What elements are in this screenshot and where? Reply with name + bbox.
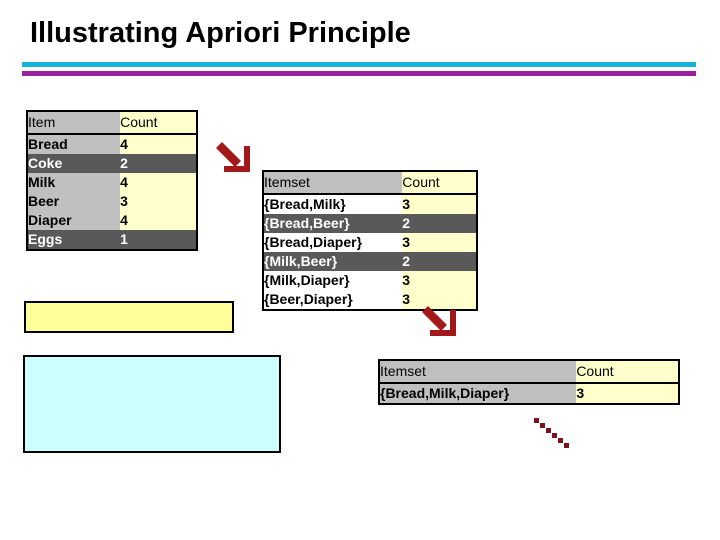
table-header-row: Itemset Count <box>379 360 679 384</box>
divider-rule-cyan <box>22 62 696 67</box>
item-label: Bread <box>27 134 121 154</box>
page-title: Illustrating Apriori Principle <box>30 17 411 49</box>
table-row-pruned: Coke 2 <box>27 154 197 173</box>
item-count: 4 <box>120 173 197 192</box>
column-header-item: Item <box>27 111 121 135</box>
itemset-label: {Beer,Diaper} <box>263 290 403 310</box>
itemset-label: {Bread,Milk,Diaper} <box>379 383 577 404</box>
itemset-count: 3 <box>402 194 477 214</box>
itemset-label: {Milk,Beer} <box>263 252 403 271</box>
cyan-placeholder-box <box>23 355 281 453</box>
column-header-itemset: Itemset <box>379 360 577 384</box>
arrow-pairs-to-triples-icon <box>420 306 458 351</box>
item-label: Beer <box>27 192 121 211</box>
itemset-label: {Bread,Diaper} <box>263 233 403 252</box>
table-row: {Beer,Diaper} 3 <box>263 290 477 310</box>
table-row-pruned: {Bread,Beer} 2 <box>263 214 477 233</box>
arrow-dotted-trailing-icon <box>533 415 579 460</box>
item-label: Eggs <box>27 230 121 250</box>
itemset-count: 2 <box>402 252 477 271</box>
itemset-label: {Milk,Diaper} <box>263 271 403 290</box>
table-row: {Bread,Milk} 3 <box>263 194 477 214</box>
pair-itemset-table: Itemset Count {Bread,Milk} 3 {Bread,Beer… <box>262 170 478 311</box>
itemset-count: 3 <box>402 290 477 310</box>
item-count: 2 <box>120 154 197 173</box>
table-row-pruned: Eggs 1 <box>27 230 197 250</box>
yellow-placeholder-box <box>24 301 234 333</box>
itemset-count: 2 <box>402 214 477 233</box>
item-label: Diaper <box>27 211 121 230</box>
item-label: Milk <box>27 173 121 192</box>
column-header-count: Count <box>120 111 197 135</box>
itemset-label: {Bread,Beer} <box>263 214 403 233</box>
table-row: Bread 4 <box>27 134 197 154</box>
table-row: Diaper 4 <box>27 211 197 230</box>
itemset-count: 3 <box>576 383 679 404</box>
table-row: {Bread,Milk,Diaper} 3 <box>379 383 679 404</box>
item-count: 3 <box>120 192 197 211</box>
table-row: {Milk,Diaper} 3 <box>263 271 477 290</box>
table-row: Beer 3 <box>27 192 197 211</box>
itemset-count: 3 <box>402 271 477 290</box>
table-row-pruned: {Milk,Beer} 2 <box>263 252 477 271</box>
item-count: 4 <box>120 211 197 230</box>
item-count: 4 <box>120 134 197 154</box>
table-header-row: Item Count <box>27 111 197 135</box>
triple-itemset-table: Itemset Count {Bread,Milk,Diaper} 3 <box>378 359 680 405</box>
item-label: Coke <box>27 154 121 173</box>
divider-rule-purple <box>22 71 696 76</box>
column-header-count: Count <box>576 360 679 384</box>
table-row: {Bread,Diaper} 3 <box>263 233 477 252</box>
itemset-count: 3 <box>402 233 477 252</box>
arrow-items-to-pairs-icon <box>214 142 252 187</box>
column-header-count: Count <box>402 171 477 195</box>
table-header-row: Itemset Count <box>263 171 477 195</box>
item-counts-table: Item Count Bread 4 Coke 2 Milk 4 Beer 3 … <box>26 110 198 251</box>
table-row: Milk 4 <box>27 173 197 192</box>
itemset-label: {Bread,Milk} <box>263 194 403 214</box>
column-header-itemset: Itemset <box>263 171 403 195</box>
item-count: 1 <box>120 230 197 250</box>
